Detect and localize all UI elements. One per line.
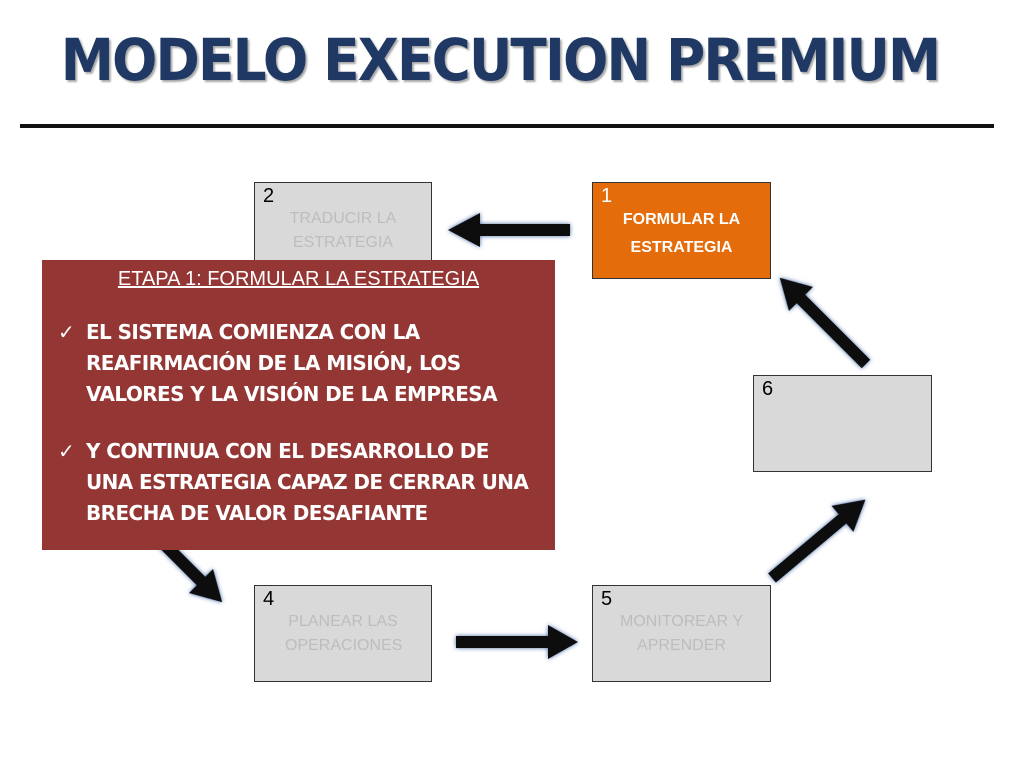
stage-label: TRADUCIR LA ESTRATEGIA [289,210,397,251]
stage-box-4[interactable]: 4 PLANEAR LAS OPERACIONES [254,585,432,682]
arrow-icon [779,277,871,369]
stage-label: MONITOREAR Y APRENDER [620,613,743,654]
stage-box-1[interactable]: 1 FORMULAR LA ESTRATEGIA [592,182,771,279]
panel-bullet: ✓ EL SISTEMA COMIENZA CON LA REAFIRMACIÓ… [58,317,539,410]
stage-number: 1 [601,185,613,207]
arrow-icon [768,499,866,583]
panel-title: ETAPA 1: FORMULAR LA ESTRATEGIA [117,268,480,290]
title-divider [20,124,994,128]
stage-box-5[interactable]: 5 MONITOREAR Y APRENDER [592,585,771,682]
stage-number: 4 [263,588,275,610]
slide-title: MODELO EXECUTION PREMIUM [60,26,941,94]
check-icon: ✓ [58,439,75,463]
stage-number: 5 [601,588,613,610]
stage-box-6[interactable]: 6 [753,375,932,472]
bullet-text: Y CONTINUA CON EL DESARROLLO DE UNA ESTR… [86,439,529,525]
stage-number: 2 [263,185,275,207]
stage-detail-panel: ETAPA 1: FORMULAR LA ESTRATEGIA ✓ EL SIS… [42,260,555,550]
panel-bullet: ✓ Y CONTINUA CON EL DESARROLLO DE UNA ES… [58,436,539,529]
arrow-icon [456,625,578,659]
check-icon: ✓ [58,320,75,344]
stage-label: PLANEAR LAS OPERACIONES [285,613,403,654]
bullet-text: EL SISTEMA COMIENZA CON LA REAFIRMACIÓN … [86,320,498,406]
arrow-icon [448,213,570,247]
stage-number: 6 [762,378,774,400]
stage-label: FORMULAR LA ESTRATEGIA [622,211,741,256]
